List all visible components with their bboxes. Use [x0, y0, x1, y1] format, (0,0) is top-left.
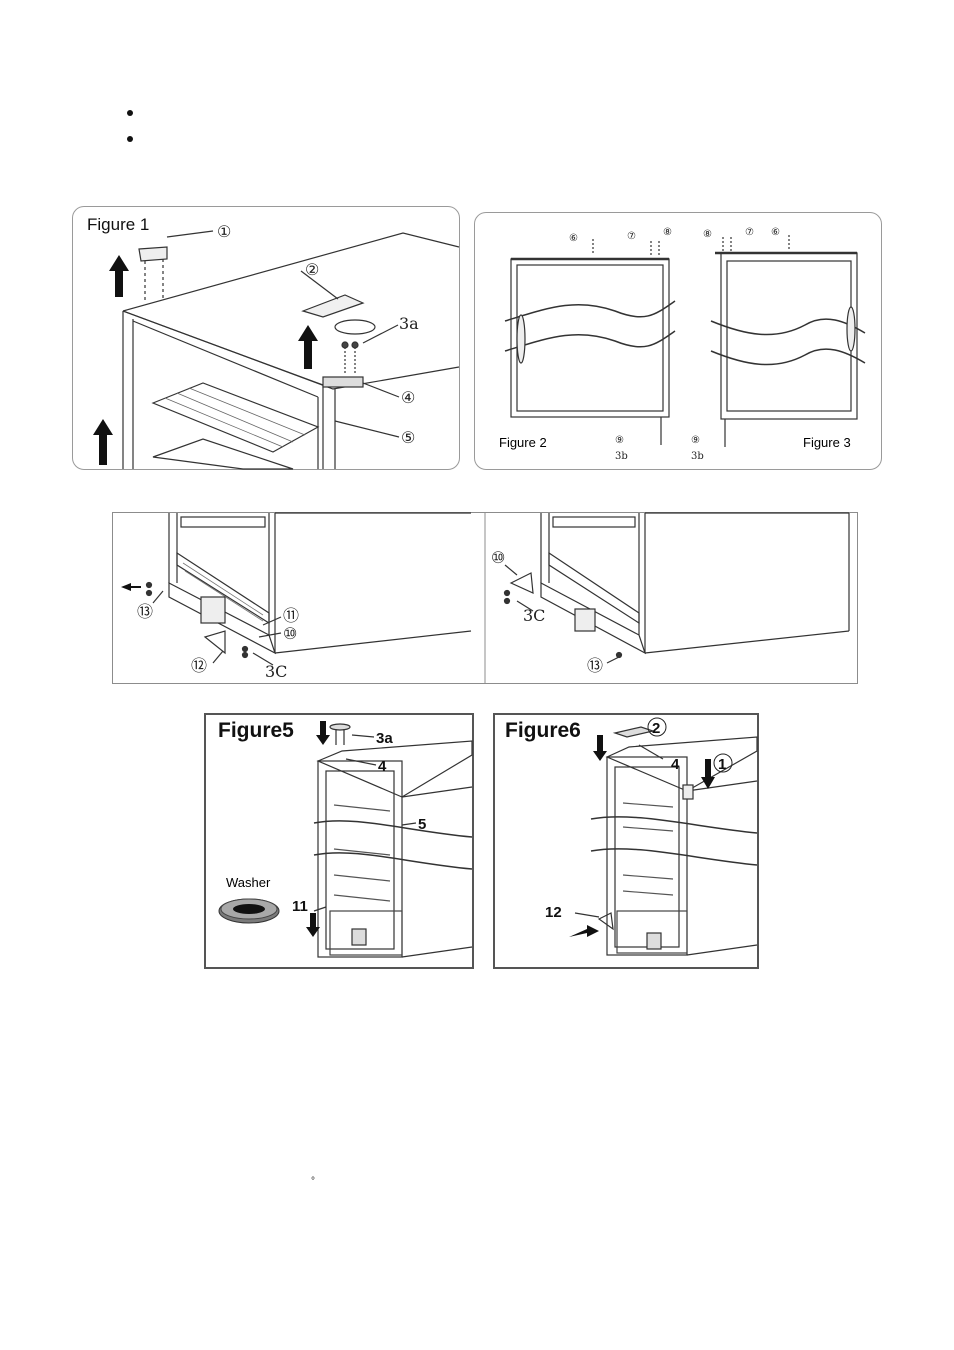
callout-3b-right: 3b [691, 451, 704, 462]
callout-3a: 3a [399, 314, 419, 333]
figure-6-drawing: 2 4 1 12 [545, 717, 758, 956]
callout-6-left: ⑥ [569, 233, 578, 244]
figure-4-panel: ⑬ ⑪ ⑩ ⑫ 3C ⑩ 3C ⑬ [112, 512, 858, 684]
callout-9-left: ⑨ [615, 435, 624, 446]
figure-1-title: Figure 1 [87, 215, 150, 234]
figure-1-drawing: ① ② 3a ④ ⑤ [93, 222, 460, 470]
figure-3-title: Figure 3 [803, 435, 851, 450]
callout-8-left: ⑧ [663, 227, 672, 238]
callout-4: 4 [671, 756, 680, 773]
callout-12: 12 [545, 904, 562, 921]
callout-5: ⑤ [401, 428, 415, 447]
callout-4: ④ [401, 388, 415, 407]
callout-11-left: ⑪ [283, 606, 299, 625]
callout-5: 5 [418, 816, 426, 833]
callout-11: 11 [292, 898, 308, 915]
callout-2: 2 [652, 720, 660, 737]
figure-5-panel: Figure5 [204, 713, 474, 969]
callout-7-right: ⑦ [745, 227, 754, 238]
callout-1: 1 [718, 756, 726, 773]
callout-6-right: ⑥ [771, 227, 780, 238]
figure-2-3-drawing: Figure 2 Figure 3 ⑥ ⑦ ⑧ ⑨ 3b ⑧ ⑦ ⑥ ⑨ 3b [499, 227, 866, 462]
callout-8-right: ⑧ [703, 229, 712, 240]
callout-9-right: ⑨ [691, 435, 700, 446]
degree-symbol: ° [311, 1176, 315, 1187]
figure-2-3-panel: Figure 2 Figure 3 ⑥ ⑦ ⑧ ⑨ 3b ⑧ ⑦ ⑥ ⑨ 3b [474, 212, 882, 470]
callout-13-left: ⑬ [137, 602, 153, 621]
callout-12-left: ⑫ [191, 656, 207, 675]
callout-3a: 3a [376, 730, 393, 747]
figure-5-drawing: Washer 3a 4 5 11 [218, 721, 473, 958]
callout-3c-right: 3C [523, 606, 545, 625]
callout-3c-left: 3C [265, 662, 287, 681]
figure-2-title: Figure 2 [499, 435, 547, 450]
callout-4: 4 [378, 758, 387, 775]
callout-1: ① [217, 222, 231, 241]
figure-5-title: Figure5 [218, 719, 294, 742]
callout-7-left: ⑦ [627, 231, 636, 242]
callout-2: ② [305, 260, 319, 279]
callout-10-left: ⑩ [283, 624, 297, 643]
callout-3b-left: 3b [615, 451, 628, 462]
bullet-point [127, 136, 133, 142]
figure-4-drawing: ⑬ ⑪ ⑩ ⑫ 3C ⑩ 3C ⑬ [121, 512, 850, 683]
callout-10-right: ⑩ [491, 548, 505, 567]
bullet-point [127, 110, 133, 116]
washer-label: Washer [226, 875, 271, 890]
figure-6-title: Figure6 [505, 719, 581, 742]
callout-13-right: ⑬ [587, 656, 603, 675]
figure-6-panel: Figure6 [493, 713, 759, 969]
figure-1-panel: Figure 1 [72, 206, 460, 470]
